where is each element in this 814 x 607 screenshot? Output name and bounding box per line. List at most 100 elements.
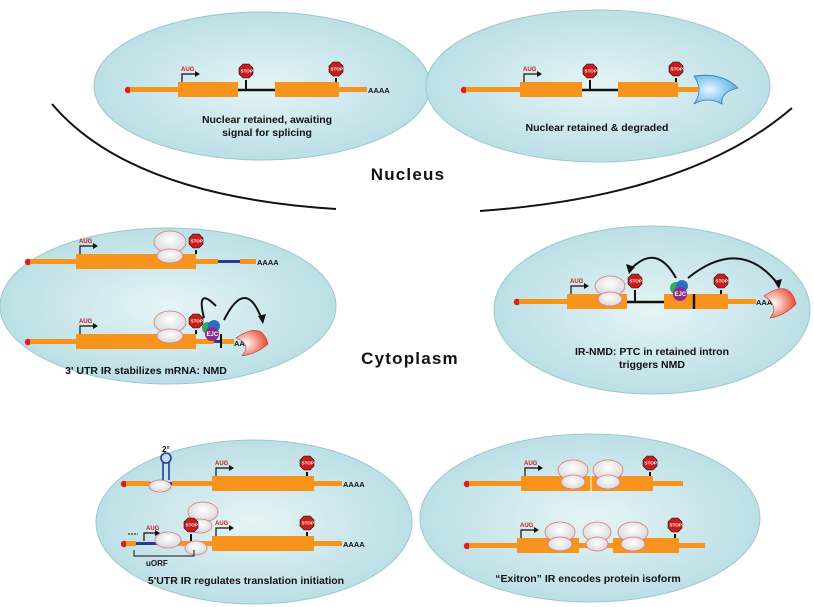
exonuclease-degrader: [763, 288, 797, 319]
svg-text:AUG: AUG: [79, 239, 93, 245]
utr3: [728, 299, 756, 304]
ejc-complex: EJC: [202, 320, 220, 341]
utr3-exon: [240, 259, 256, 264]
panel-caption: triggers NMD: [619, 359, 685, 371]
aug-start-arrow: AUG: [215, 521, 234, 536]
stop-sign: STOP: [299, 515, 315, 536]
ribosome: [153, 230, 187, 264]
cell-ellipse: [493, 225, 811, 395]
exonuclease-degrader: [235, 330, 269, 357]
utr5: [30, 259, 76, 264]
nucleus-label: Nucleus: [371, 165, 446, 184]
utr3: [314, 481, 342, 486]
cds: [212, 536, 314, 551]
panel-caption: IR-NMD: PTC in retained intron: [575, 346, 729, 358]
cap-dot: [463, 542, 471, 550]
svg-text:2°: 2°: [162, 445, 170, 454]
stop-sign: STOP: [328, 61, 344, 82]
cap-dot: [120, 480, 128, 488]
exon-1: [178, 82, 238, 97]
stop-sign: STOP: [299, 455, 315, 476]
svg-text:AUG: AUG: [523, 67, 537, 73]
svg-text:STOP: STOP: [191, 239, 203, 244]
cell-ellipse: [425, 9, 771, 163]
stop-sign: STOP: [713, 273, 729, 294]
svg-text:EJC: EJC: [207, 332, 219, 338]
aug-start-arrow: AUG: [523, 67, 542, 82]
svg-text:AUG: AUG: [181, 67, 195, 73]
cap-dot: [24, 338, 32, 346]
svg-text:AUG: AUG: [79, 319, 93, 325]
svg-text:AUG: AUG: [215, 461, 229, 467]
cell-ellipse: [419, 433, 761, 603]
svg-text:STOP: STOP: [191, 319, 203, 324]
svg-text:STOP: STOP: [645, 461, 657, 466]
polya-tail: AAAA: [257, 258, 279, 267]
utr3: [314, 541, 342, 546]
panel-caption: Nuclear retained, awaiting: [202, 114, 332, 126]
arrowhead: [626, 264, 635, 274]
polya-tail: AAAA: [343, 540, 365, 549]
svg-text:STOP: STOP: [302, 521, 314, 526]
uorf-label: uORF: [146, 559, 168, 568]
panel-caption: 3' UTR IR stabilizes mRNA: NMD: [65, 365, 227, 377]
polya-tail: AAAA: [343, 480, 365, 489]
aug-start-arrow: AUG: [570, 279, 589, 294]
small-ribosome-subunit: [148, 479, 172, 493]
utr5: [30, 339, 76, 344]
nuclear-envelope-left: [51, 103, 337, 210]
aug-start-arrow: AUG: [524, 461, 543, 476]
stop-sign: STOP: [627, 273, 643, 302]
utr5: [126, 541, 136, 546]
svg-text:AUG: AUG: [520, 523, 534, 529]
exonuclease-degrader: [693, 74, 739, 105]
svg-text:STOP: STOP: [585, 69, 597, 74]
panel-caption: 5'UTR IR regulates translation initiatio…: [148, 575, 344, 587]
svg-text:AUG: AUG: [146, 526, 160, 532]
panel-caption: signal for splicing: [222, 127, 312, 139]
svg-text:STOP: STOP: [630, 279, 642, 284]
stop-sign: STOP: [238, 63, 254, 90]
utr3-exon: [220, 339, 234, 344]
secondary-structure-hairpin: 2°: [160, 445, 172, 480]
stop-sign: STOP: [188, 313, 204, 334]
utr3: [339, 87, 367, 92]
cap-dot: [120, 540, 128, 548]
panel-utr3-ir: AAAA AUG STOP AAAA AUG: [0, 227, 337, 385]
panel-ir-nmd: AAAA AUG STOP STOP EJC: [493, 225, 811, 395]
cap-dot: [513, 298, 521, 306]
svg-text:STOP: STOP: [671, 67, 683, 72]
utr3: [653, 481, 683, 486]
cap-dot: [24, 258, 32, 266]
stop-sign: STOP: [668, 61, 684, 82]
exon-1: [520, 82, 582, 97]
arrowhead: [774, 279, 782, 289]
stop-sign: STOP: [188, 233, 204, 254]
svg-text:STOP: STOP: [716, 279, 728, 284]
aug-start-arrow: AUG: [215, 461, 234, 476]
stop-sign: STOP: [667, 517, 683, 538]
svg-text:AUG: AUG: [570, 279, 584, 285]
stop-sign: STOP: [183, 517, 199, 541]
utr3-exon: [196, 339, 214, 344]
utr3-exon: [196, 259, 218, 264]
utr5: [466, 87, 520, 92]
nmd-arrow: [629, 256, 677, 279]
utr3: [679, 543, 705, 548]
retained-utr3-intron: [218, 260, 240, 263]
ribosome: [153, 310, 187, 344]
svg-text:STOP: STOP: [670, 523, 682, 528]
panel-utr5-ir: AAAA 2° AUG STOP AAAA: [95, 439, 413, 605]
panel-exitron-ir: AUG STOP AUG STOP: [419, 433, 761, 603]
polya-tail: AAAA: [756, 298, 778, 307]
cap-dot: [460, 86, 468, 94]
utr5: [126, 481, 150, 486]
cytoplasm-label: Cytoplasm: [361, 349, 459, 368]
uorf-bracket: [133, 550, 195, 557]
svg-text:STOP: STOP: [302, 461, 314, 466]
arrowhead: [258, 314, 266, 324]
utr5: [172, 481, 212, 486]
ribosome: [557, 459, 624, 490]
retained-utr3-intron: [214, 340, 220, 343]
aug-start-arrow: AUG: [520, 523, 539, 538]
